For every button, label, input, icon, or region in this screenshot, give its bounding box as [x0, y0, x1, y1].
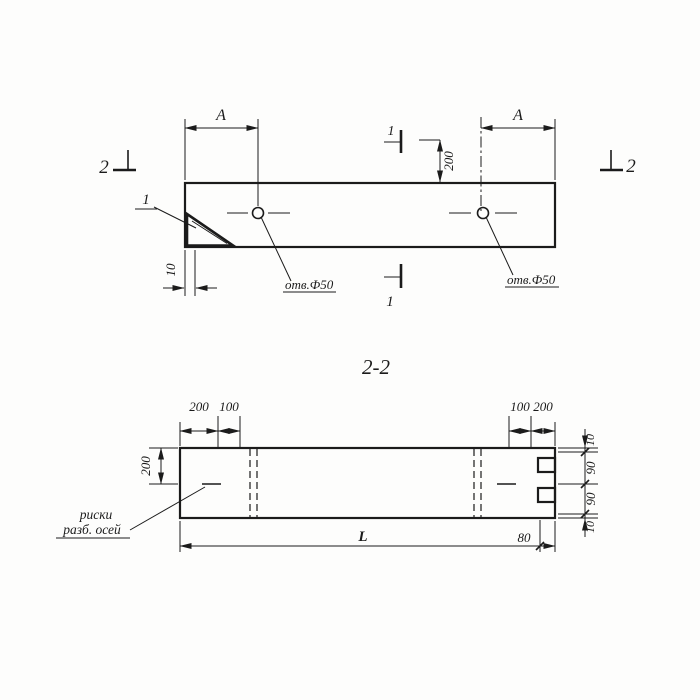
- axes-note-line2: разб. осей: [62, 522, 121, 537]
- dim-10-plan-label: 10: [163, 263, 178, 277]
- dim-a-right-label: A: [512, 107, 523, 124]
- section-cut-2-left: 2: [99, 150, 136, 178]
- corner-detail: [185, 211, 238, 247]
- hole-left: отв.Ф50: [227, 206, 336, 293]
- plan-view: 1 A A 2 2 1: [99, 107, 636, 310]
- axes-note-line1: риски: [79, 507, 113, 522]
- dim-100-top-left: 100: [219, 399, 239, 414]
- detail-leader-line: [153, 206, 197, 229]
- hole-right: отв.Ф50: [449, 206, 559, 288]
- hole-right-label: отв.Ф50: [507, 272, 556, 287]
- hidden-edges: [249, 449, 482, 517]
- dim-bottom: L 80: [179, 520, 556, 552]
- dim-length-label: L: [357, 529, 367, 545]
- beam-outline-plan: [183, 181, 557, 249]
- section-cut-2-right: 2: [600, 150, 636, 177]
- dimension-a-right: A: [480, 107, 556, 211]
- cut1-top-label: 1: [388, 124, 395, 139]
- dim-200-side-left: 200: [138, 456, 153, 476]
- cut1-bottom-label: 1: [386, 294, 394, 310]
- section-cut-1-top: 1: [384, 124, 403, 153]
- dimension-a-left: A: [184, 107, 259, 206]
- section-view: 200 100 100 200 200: [56, 399, 598, 552]
- hole-right-leader: [485, 216, 514, 276]
- dim-10-right-top: 10: [583, 434, 597, 446]
- section-title: 2-2: [362, 355, 390, 379]
- notch-lower: [536, 486, 557, 504]
- hole-left-label: отв.Ф50: [285, 277, 334, 292]
- dim-80-label: 80: [518, 530, 532, 545]
- cut2-left-label: 2: [99, 157, 109, 178]
- detail-ref-label: 1: [142, 192, 150, 208]
- dim-90-right-lower: 90: [583, 492, 598, 506]
- dim-10-right-bottom: 10: [583, 521, 597, 533]
- axes-note-leader: [129, 486, 206, 531]
- detail-callout: 1: [135, 192, 197, 229]
- dim-200-plan-label: 200: [441, 151, 456, 171]
- dim-left-200: 200: [138, 447, 178, 485]
- section-cut-1-bottom: 1: [384, 264, 403, 310]
- hole-left-leader: [260, 216, 292, 282]
- dim-top-right: 100 200: [508, 399, 556, 447]
- dim-right-chain: 10 90 90 10: [558, 429, 598, 537]
- dim-200-top-left: 200: [189, 399, 209, 414]
- corner-detail-triangle: [185, 211, 238, 247]
- beam-outline-section: [178, 446, 557, 520]
- cut2-right-label: 2: [626, 156, 636, 177]
- notch-upper: [536, 456, 557, 474]
- hole-right-circle: [476, 206, 490, 220]
- dimension-10-plan: 10: [163, 250, 217, 296]
- hole-left-circle: [251, 206, 265, 220]
- dim-100-top-right: 100: [510, 399, 530, 414]
- dim-top-left: 200 100: [179, 399, 241, 447]
- dimension-200-plan: 200: [419, 139, 456, 183]
- axes-note: риски разб. осей: [56, 486, 206, 539]
- dim-a-left-label: A: [215, 107, 226, 124]
- dim-90-right-upper: 90: [583, 461, 598, 475]
- dim-200-top-right: 200: [533, 399, 553, 414]
